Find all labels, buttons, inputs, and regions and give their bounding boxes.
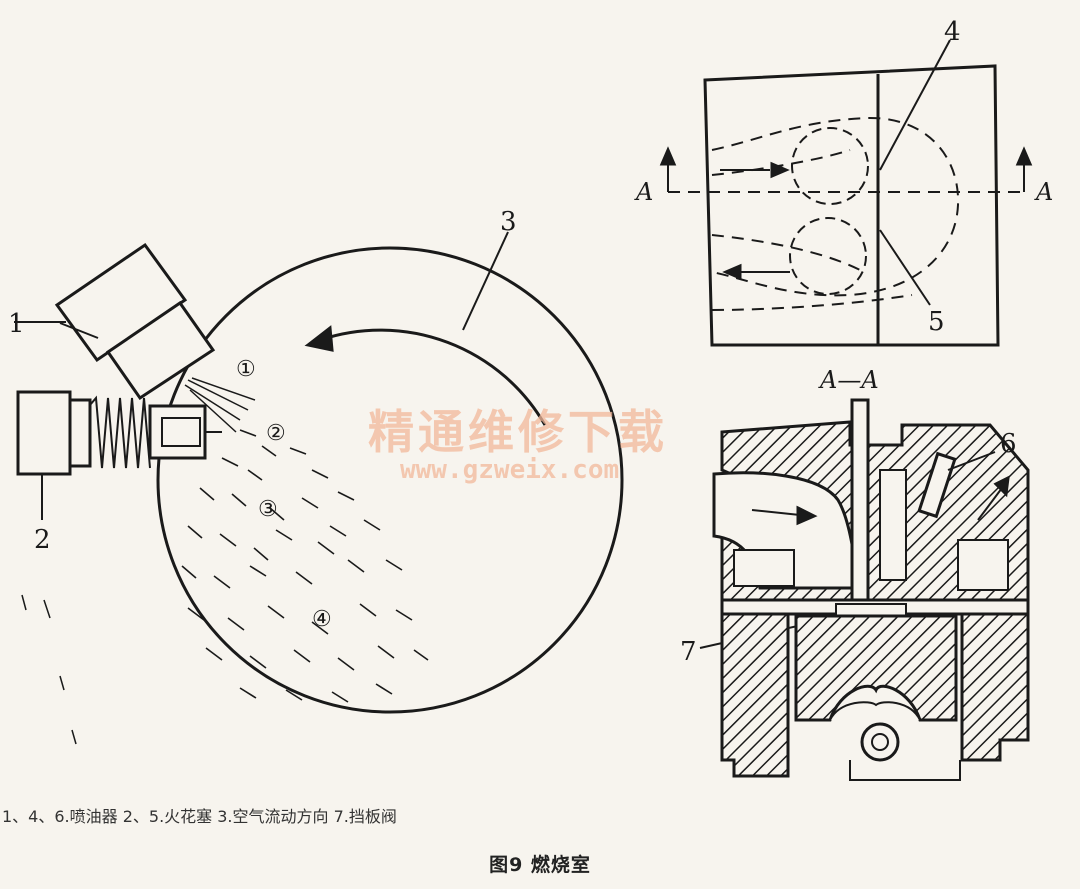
air-flow-arrowhead (304, 325, 334, 352)
chamber-view (14, 231, 624, 745)
injector-6 (917, 451, 957, 519)
injector-spray (184, 377, 256, 433)
leader-5 (879, 229, 931, 306)
spark-plug-2 (16, 390, 222, 520)
zone-4: ④ (312, 607, 332, 632)
valve-circle-lower (789, 217, 867, 295)
plan-view (659, 39, 1033, 347)
section-view (699, 398, 1030, 781)
intake-flow-arrow (751, 509, 801, 516)
plan-view-frame (703, 64, 1000, 347)
figure-title: 图9 燃烧室 (489, 854, 591, 876)
legend: 1、4、6.喷油器 2、5.火花塞 3.空气流动方向 7.挡板阀 (2, 807, 397, 826)
watermark-url: www.gzweix.com (400, 455, 619, 485)
label-6: 6 (1000, 429, 1017, 459)
section-mark-right: A (1034, 178, 1053, 206)
chamber-circle (156, 246, 624, 714)
leader-6 (947, 451, 996, 471)
zone-3: ③ (258, 497, 278, 522)
fuel-spray-droplets (181, 429, 429, 703)
valve-circle-upper (791, 127, 869, 205)
label-1: 1 (8, 309, 25, 339)
exhaust-arrow (977, 487, 1003, 521)
label-7: 7 (680, 637, 697, 667)
air-flow-arrow (319, 328, 547, 426)
label-5: 5 (928, 307, 945, 337)
label-3: 3 (500, 207, 517, 237)
leader-3 (462, 231, 509, 331)
zone-2: ② (266, 421, 286, 446)
section-title: A—A (818, 366, 879, 394)
stray-marks (21, 594, 77, 745)
zone-1: ① (236, 357, 256, 382)
flow-paths (711, 116, 960, 311)
leader-4 (879, 39, 951, 171)
injector-tube (850, 398, 870, 602)
label-2: 2 (34, 525, 51, 555)
watermark-text: 精通维修下载 (368, 405, 668, 459)
injector-1 (14, 242, 216, 401)
section-mark-left: A (634, 178, 653, 206)
label-4: 4 (944, 17, 961, 47)
cylinder-block (720, 612, 790, 778)
